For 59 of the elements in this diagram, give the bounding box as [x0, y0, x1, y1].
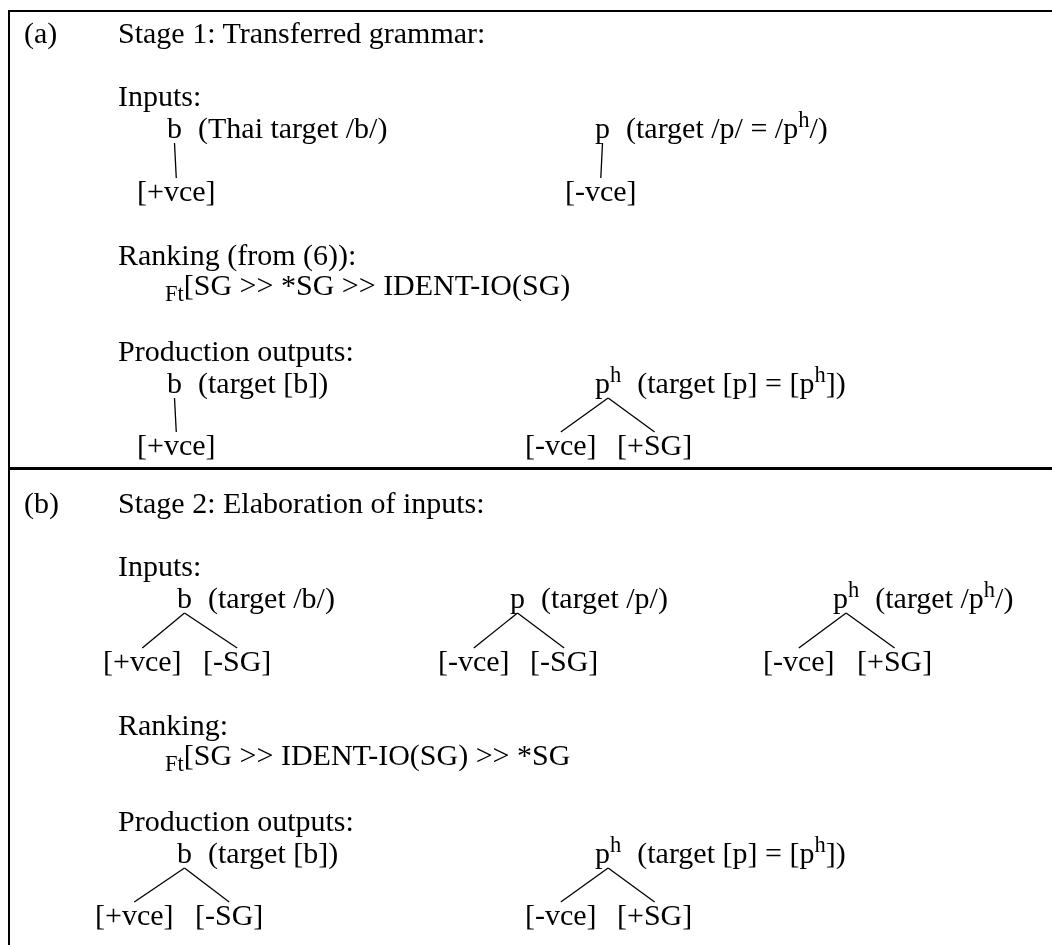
segment-symbol: b [177, 836, 192, 870]
segment-symbol: b [167, 366, 182, 400]
feature-label: [+SG] [857, 644, 933, 678]
section-label: Inputs: [118, 79, 202, 113]
tree-branch-line [560, 397, 609, 433]
feature-label: [-vce] [525, 898, 597, 932]
feature-label: [-vce] [763, 644, 835, 678]
feature-label: [-vce] [525, 428, 597, 462]
section-label: Inputs: [118, 549, 202, 583]
tree-branch-line [173, 397, 177, 433]
tree-branch-line [183, 867, 230, 903]
target-gloss: (Thai target /b/) [198, 111, 388, 145]
feature-label: [+vce] [137, 174, 216, 208]
stage-panel [8, 10, 1052, 469]
segment-symbol: p$^{h}$ [833, 581, 860, 615]
segment-symbol: b [167, 111, 182, 145]
target-gloss: (target /p/ = /p$^{h}$/) [626, 111, 828, 145]
panel-label: (b) [24, 486, 59, 520]
segment-symbol: b [177, 581, 192, 615]
target-gloss: (target /p$^{h}$/) [875, 581, 1014, 615]
tree-branch-line [798, 612, 847, 649]
segment-symbol: p [595, 111, 610, 145]
feature-label: [+vce] [103, 644, 182, 678]
tree-branch-line [607, 867, 656, 903]
target-gloss: (target /p/) [541, 581, 668, 615]
feature-label: [-SG] [203, 644, 272, 678]
target-gloss: (target [b]) [198, 366, 329, 400]
feature-label: [-vce] [438, 644, 510, 678]
feature-label: [-vce] [565, 174, 637, 208]
tree-branch-line [141, 612, 186, 649]
section-label: Production outputs: [118, 334, 354, 368]
feature-label: [+vce] [95, 898, 174, 932]
target-gloss: (target [p] = [p$^{h}$]) [637, 366, 846, 400]
feature-label: [+vce] [137, 428, 216, 462]
tree-branch-line [560, 867, 609, 903]
tree-branch-line [600, 142, 604, 179]
stage-heading: Stage 2: Elaboration of inputs: [118, 486, 485, 520]
tree-branch-line [133, 867, 186, 903]
tree-branch-line [473, 612, 519, 649]
section-label: Production outputs: [118, 804, 354, 838]
feature-label: [-SG] [195, 898, 264, 932]
stage-panel [8, 468, 1052, 945]
tree-branch-line [183, 612, 238, 649]
segment-symbol: p$^{h}$ [595, 366, 622, 400]
segment-symbol: p [510, 581, 525, 615]
section-label: Ranking: [118, 708, 228, 742]
tree-branch-line [845, 612, 896, 649]
feature-label: [-SG] [530, 644, 599, 678]
target-gloss: (target /b/) [208, 581, 335, 615]
tree-branch-line [607, 397, 656, 433]
feature-label: [+SG] [617, 898, 693, 932]
segment-symbol: p$^{h}$ [595, 836, 622, 870]
target-gloss: (target [p] = [p$^{h}$]) [637, 836, 846, 870]
tree-branch-line [516, 612, 565, 649]
panel-label: (a) [24, 16, 58, 50]
stage-heading: Stage 1: Transferred grammar: [118, 16, 486, 50]
feature-label: [+SG] [617, 428, 693, 462]
tree-branch-line [173, 142, 177, 179]
target-gloss: (target [b]) [208, 836, 339, 870]
